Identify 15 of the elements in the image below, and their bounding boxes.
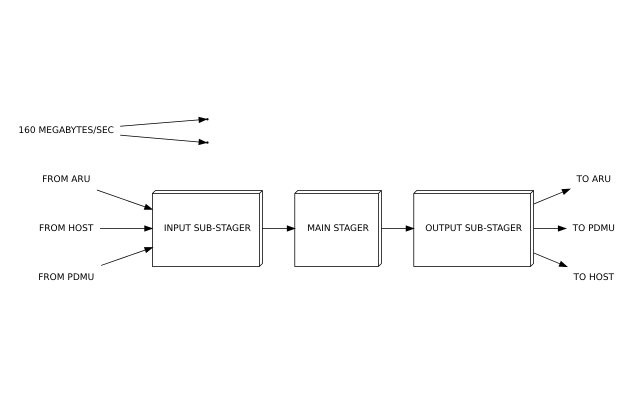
node-text: FROM ARU	[42, 174, 90, 184]
node-text: FROM PDMU	[38, 272, 94, 282]
arrow	[96, 189, 154, 210]
arrow	[533, 252, 568, 267]
arrow	[533, 224, 567, 232]
arrow	[381, 224, 415, 232]
node-text: TO ARU	[576, 174, 612, 184]
node-text: TO HOST	[573, 272, 614, 282]
arrow	[533, 188, 571, 204]
node-text: TO PDMU	[572, 223, 615, 234]
arrow	[100, 224, 154, 232]
node-text: 160 MEGABYTES/SEC	[18, 125, 114, 136]
arrow	[262, 224, 296, 232]
node-text: FROM HOST	[39, 223, 94, 234]
arrow	[100, 246, 154, 266]
